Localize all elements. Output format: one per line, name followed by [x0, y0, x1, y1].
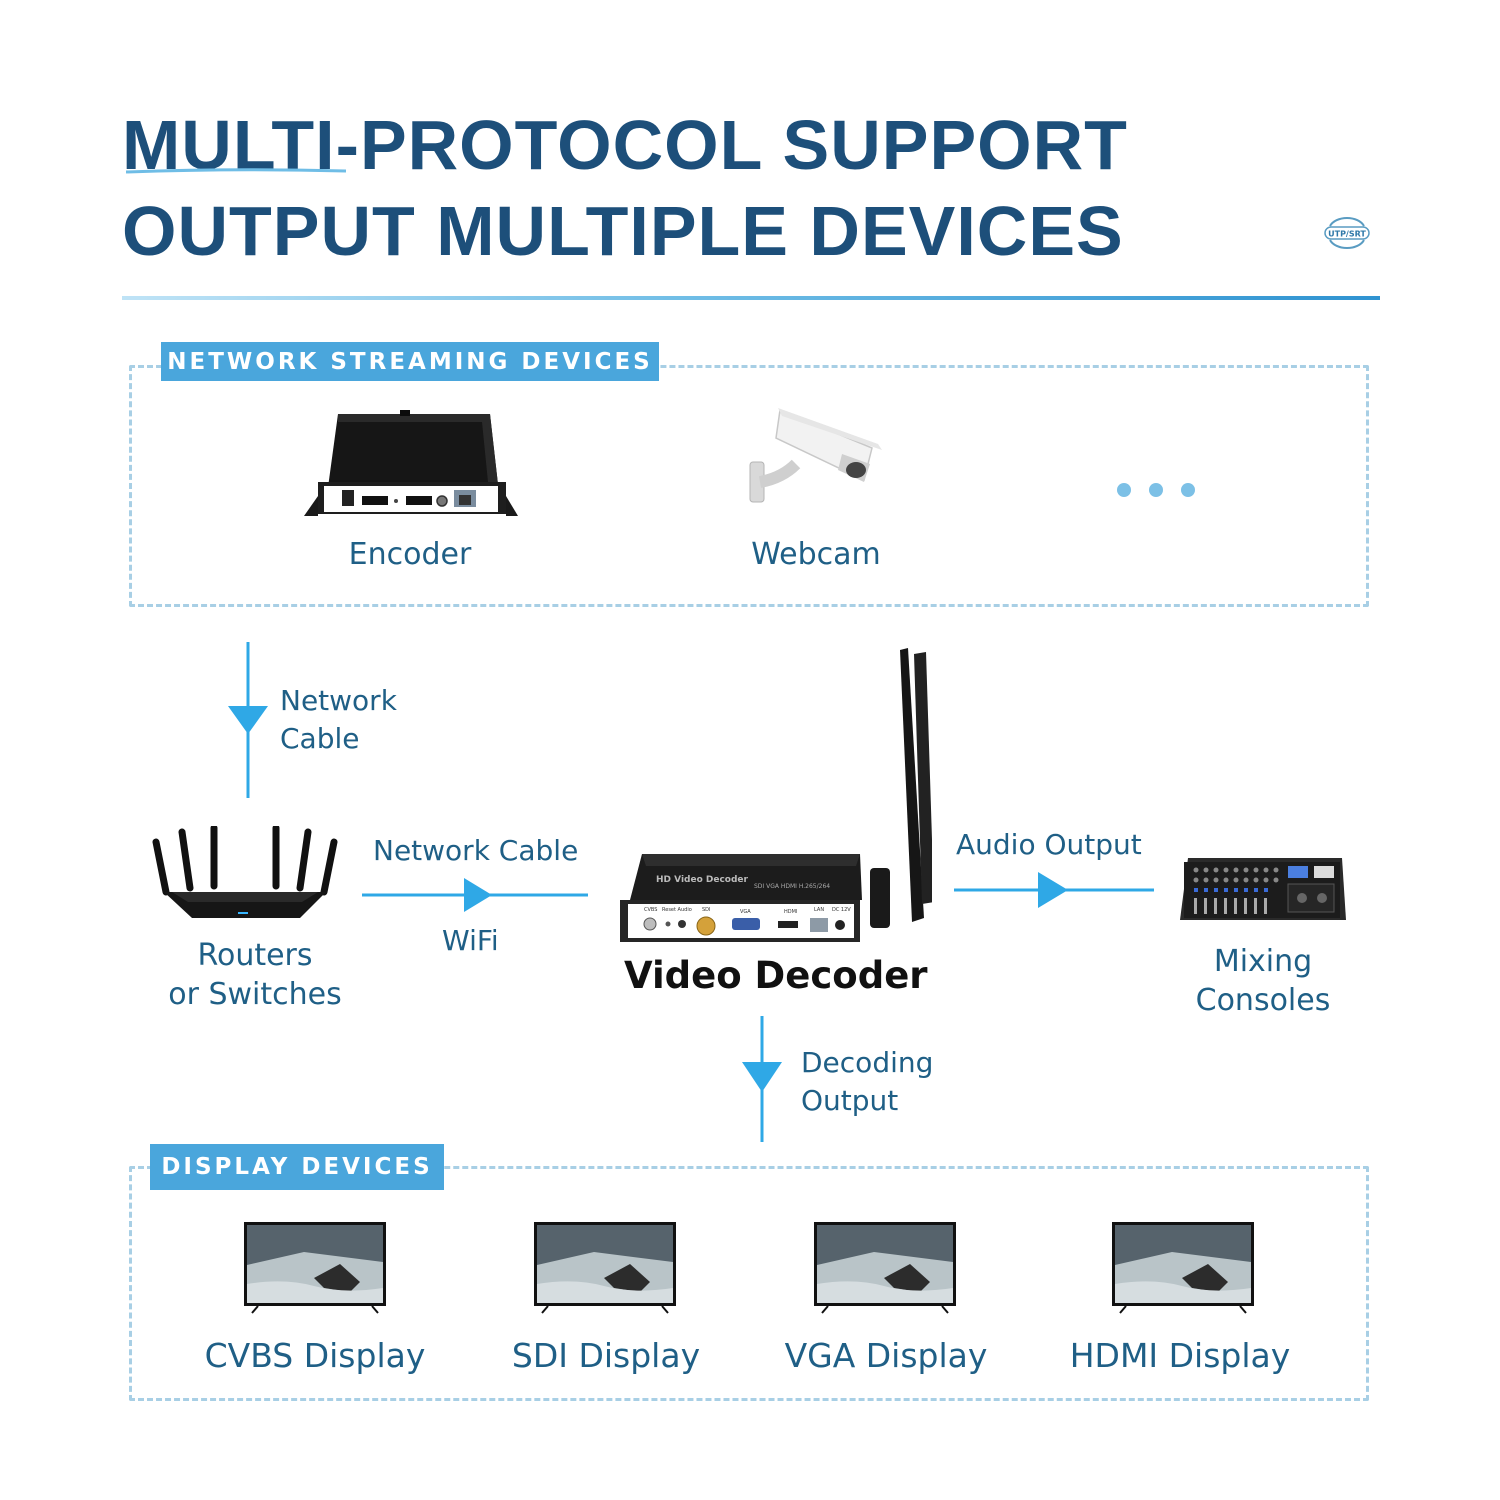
network-devices-section-label: NETWORK STREAMING DEVICES — [161, 342, 659, 381]
decoding-output-down-arrow-icon — [742, 1016, 782, 1142]
tv-hdmi-icon — [1112, 1222, 1254, 1314]
decoding-output-label-line2: Output — [801, 1083, 899, 1117]
header-divider — [122, 296, 1380, 300]
decoder-port-cvbs: CVBS — [644, 907, 657, 913]
decoder-port-vga: VGA — [740, 909, 751, 915]
decoder-port-hdmi: HDMI — [784, 909, 797, 915]
audio-output-label: Audio Output — [956, 828, 1142, 861]
encoder-device-icon — [304, 410, 518, 516]
webcam-icon — [749, 408, 882, 503]
encoder-label: Encoder — [348, 537, 472, 572]
router-label-line1: Routers — [197, 938, 313, 973]
tv-cvbs-icon — [244, 1222, 386, 1314]
tv-vga-icon — [814, 1222, 956, 1314]
tv-sdi-icon — [534, 1222, 676, 1314]
decoder-top-text: HD Video Decoder — [656, 875, 749, 885]
decoder-port-dc: DC 12V — [832, 907, 851, 913]
decoder-port-reset-audio: Reset Audio — [662, 907, 692, 913]
mixing-console-icon — [1180, 858, 1346, 920]
wifi-link-label: WiFi — [442, 924, 499, 957]
title-line-1: MULTI-PROTOCOL SUPPORT — [122, 106, 1128, 184]
title-line-2: OUTPUT MULTIPLE DEVICES — [122, 192, 1124, 270]
audio-output-arrow-icon — [954, 872, 1154, 908]
router-label-line2: or Switches — [168, 977, 342, 1012]
router-icon — [152, 826, 338, 918]
utp-srt-badge-text: UTP/SRT — [1328, 230, 1366, 239]
decoder-sub-text: SDI VGA HDMI H.265/264 — [754, 883, 830, 890]
more-devices-dot-1 — [1117, 483, 1131, 497]
video-decoder-label: Video Decoder — [624, 954, 928, 997]
link-right-arrow-icon — [362, 878, 588, 912]
network-devices-box — [129, 365, 1369, 607]
network-cable-link-label: Network Cable — [373, 834, 579, 867]
cvbs-display-label: CVBS Display — [204, 1336, 426, 1375]
utp-srt-badge-icon: UTP/SRT — [1324, 216, 1370, 250]
network-cable-label-line2: Cable — [280, 721, 360, 755]
network-cable-label-line1: Network — [280, 684, 397, 717]
vga-display-label: VGA Display — [784, 1336, 988, 1375]
decoding-output-label-line1: Decoding — [801, 1046, 934, 1079]
hdmi-display-label: HDMI Display — [1069, 1336, 1291, 1375]
sdi-display-label: SDI Display — [511, 1336, 701, 1375]
decoder-port-sdi: SDI — [702, 907, 711, 913]
network-cable-down-arrow-icon — [228, 642, 268, 798]
video-decoder-device-icon: HD Video Decoder SDI VGA HDMI H.265/264 … — [620, 648, 932, 942]
display-devices-section-label: DISPLAY DEVICES — [150, 1144, 444, 1190]
webcam-label: Webcam — [751, 537, 881, 572]
display-devices-box — [129, 1166, 1369, 1401]
more-devices-dot-3 — [1181, 483, 1195, 497]
mixer-label-line2: Consoles — [1195, 983, 1331, 1018]
more-devices-dot-2 — [1149, 483, 1163, 497]
decoder-port-lan: LAN — [814, 907, 824, 913]
mixer-label-line1: Mixing — [1213, 944, 1313, 979]
title-swoosh-decoration — [126, 168, 346, 174]
